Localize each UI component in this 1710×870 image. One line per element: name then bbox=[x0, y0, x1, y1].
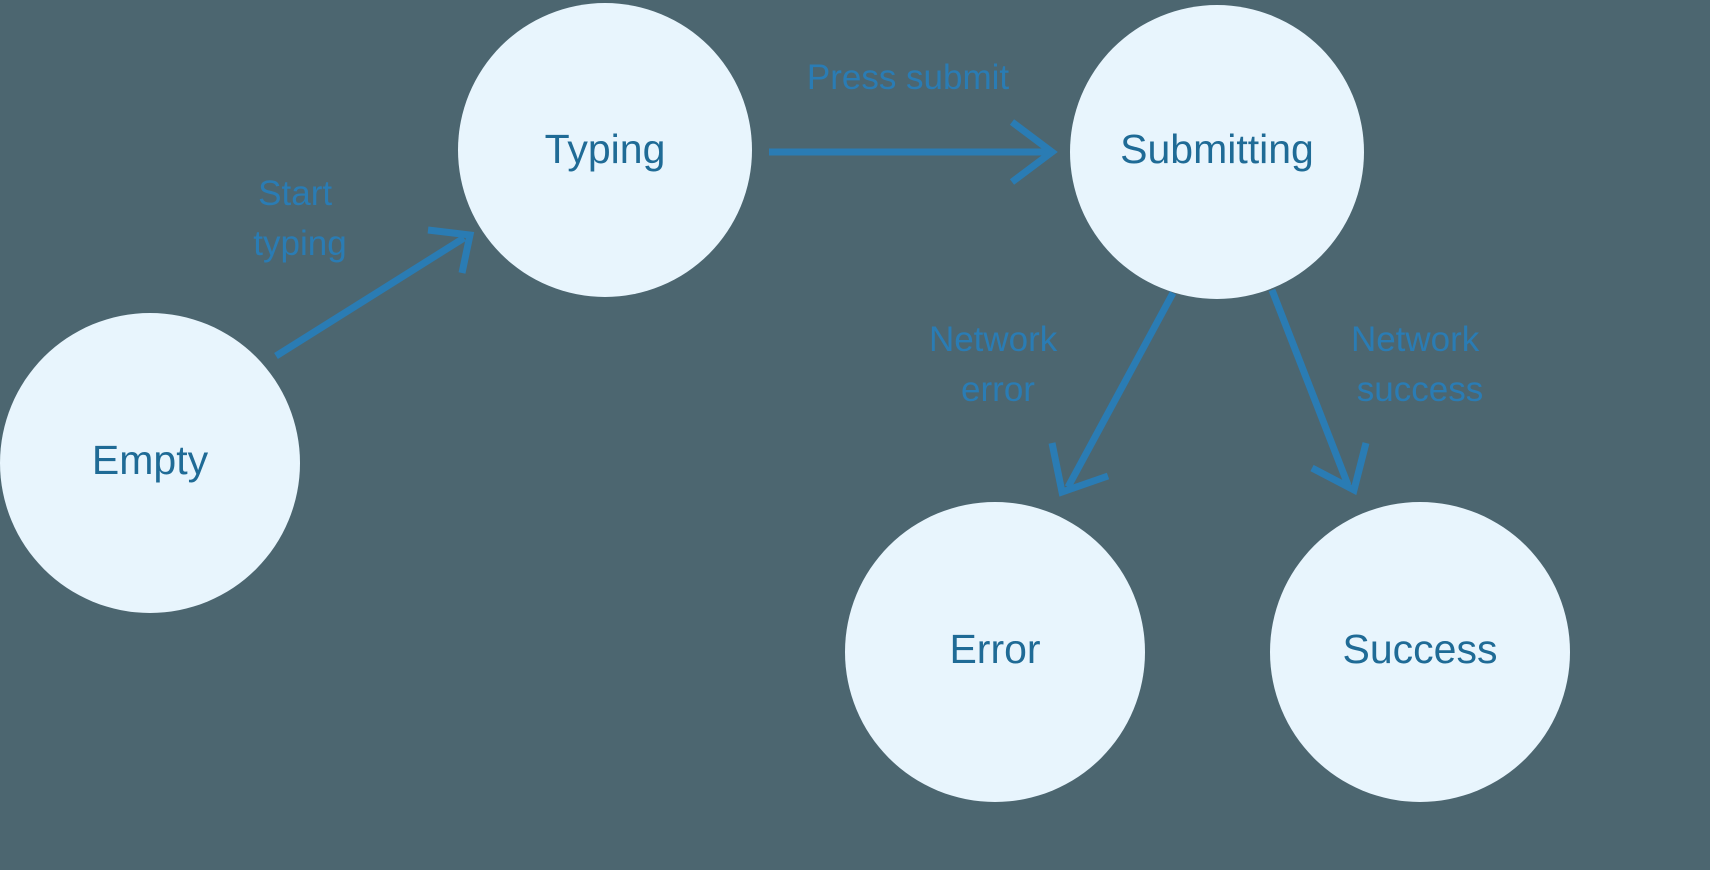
node-error-circle[interactable] bbox=[845, 502, 1145, 802]
edge-label-network-success-line-2: success bbox=[1357, 370, 1483, 409]
edge-submitting-to-success-arrowhead bbox=[1310, 442, 1370, 496]
edge-submitting-to-error-arrowhead bbox=[1048, 442, 1110, 497]
node-empty-label: Empty bbox=[92, 437, 209, 483]
node-error[interactable]: Error bbox=[845, 502, 1145, 802]
edge-submitting-to-error-line bbox=[1064, 291, 1177, 489]
edge-submitting-to-success-line bbox=[1268, 288, 1352, 487]
edge-label-start-typing-line-2: typing bbox=[253, 224, 346, 263]
edge-label-network-success-line-1: Network bbox=[1351, 320, 1480, 359]
edge-label-network-success: Network success bbox=[1351, 320, 1489, 409]
node-empty-circle[interactable] bbox=[0, 313, 300, 613]
node-error-label: Error bbox=[949, 626, 1040, 672]
node-success[interactable]: Success bbox=[1270, 502, 1570, 802]
edge-label-start-typing-line-1: Start bbox=[258, 174, 332, 213]
edge-empty-to-typing-line bbox=[274, 235, 466, 359]
node-success-circle[interactable] bbox=[1270, 502, 1570, 802]
edge-label-press-submit-line-1: Press submit bbox=[807, 58, 1010, 97]
node-submitting-label: Submitting bbox=[1120, 126, 1314, 172]
edge-label-network-error-line-2: error bbox=[961, 370, 1035, 409]
edge-submitting-to-success: Network success bbox=[1268, 288, 1489, 496]
edge-label-network-error: Network error bbox=[929, 320, 1067, 409]
edge-typing-to-submitting-arrowhead bbox=[1009, 119, 1058, 185]
edge-submitting-to-error: Network error bbox=[929, 291, 1177, 497]
node-submitting-circle[interactable] bbox=[1070, 5, 1364, 299]
edge-label-start-typing: Start typing bbox=[253, 174, 346, 263]
node-typing-circle[interactable] bbox=[458, 3, 752, 297]
edge-typing-to-submitting: Press submit bbox=[769, 58, 1058, 185]
node-empty[interactable]: Empty bbox=[0, 313, 300, 613]
edge-label-press-submit: Press submit bbox=[807, 58, 1010, 97]
node-success-label: Success bbox=[1343, 626, 1498, 672]
edge-empty-to-typing: Start typing bbox=[253, 174, 475, 359]
node-typing-label: Typing bbox=[545, 126, 666, 172]
node-typing[interactable]: Typing bbox=[458, 3, 752, 297]
edge-empty-to-typing-arrowhead bbox=[427, 226, 475, 274]
node-submitting[interactable]: Submitting bbox=[1070, 5, 1364, 299]
edge-label-network-error-line-1: Network bbox=[929, 320, 1058, 359]
